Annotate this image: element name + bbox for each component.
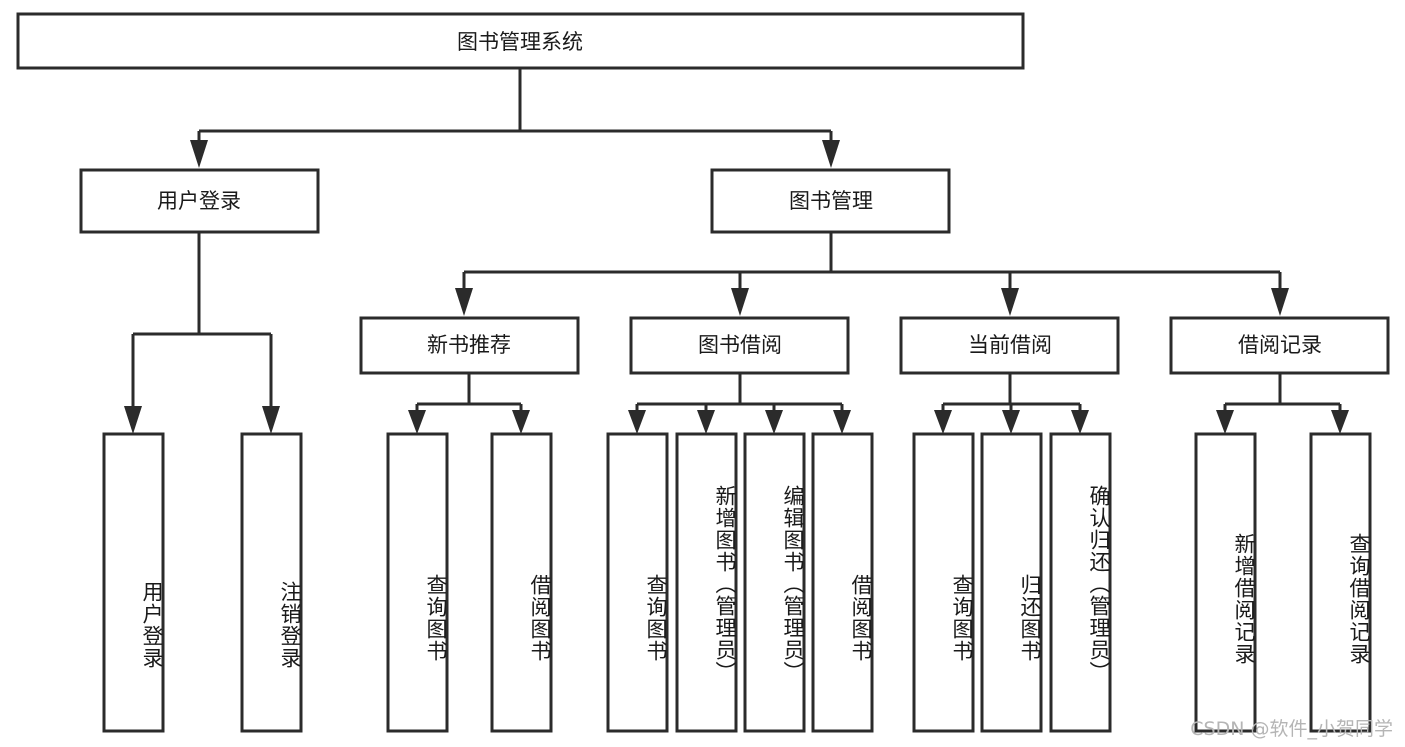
leaf-box-user-login[interactable]: [102, 432, 165, 733]
leaf-box-current-query[interactable]: [912, 432, 975, 733]
leaf-box-borrow-add[interactable]: [675, 432, 738, 733]
leaf-box-current-confirm[interactable]: [1049, 432, 1112, 733]
watermark-text: CSDN @软件_小贺同学: [1190, 718, 1393, 740]
leaf-box-borrow-lend[interactable]: [811, 432, 874, 733]
arrow-head-leaf-record-add: [1216, 410, 1234, 434]
leaf-box-newbook-query[interactable]: [386, 432, 449, 733]
arrow-head-leaf-borrow-lend: [833, 410, 851, 434]
connectors-login-to-leaves: [124, 233, 280, 434]
node-bookmgmt-label: 图书管理: [789, 189, 873, 213]
arrow-head-to-newbook: [455, 288, 473, 316]
connectors-bookmgmt-to-level3: [455, 233, 1289, 316]
node-borrow-label: 图书借阅: [698, 333, 782, 357]
node-record-label: 借阅记录: [1238, 333, 1322, 357]
node-newbook-label: 新书推荐: [427, 333, 511, 357]
leaf-box-record-add[interactable]: [1194, 432, 1257, 733]
node-login-label: 用户登录: [157, 189, 241, 213]
node-root-label: 图书管理系统: [457, 30, 583, 54]
connectors-record-to-leaves: [1216, 374, 1349, 434]
node-record[interactable]: 借阅记录: [1169, 316, 1390, 375]
arrow-head-leaf-current-return: [1002, 410, 1020, 434]
arrow-head-leaf-borrow-query: [628, 410, 646, 434]
leaf-boxes: [102, 432, 1372, 733]
arrow-head-leaf-user-logout: [262, 406, 280, 434]
node-newbook-box[interactable]: [359, 316, 580, 375]
arrow-head-leaf-borrow-add: [697, 410, 715, 434]
arrow-head-leaf-current-query: [934, 410, 952, 434]
leaf-box-borrow-edit[interactable]: [743, 432, 806, 733]
connectors-borrow-to-leaves: [628, 374, 851, 434]
arrow-head-to-borrow: [731, 288, 749, 316]
node-newbook[interactable]: 新书推荐: [359, 316, 580, 375]
node-login-box[interactable]: [79, 168, 320, 234]
arrow-head-to-record: [1271, 288, 1289, 316]
arrow-head-leaf-borrow-edit: [765, 410, 783, 434]
leaf-box-user-logout[interactable]: [240, 432, 303, 733]
node-bookmgmt-box[interactable]: [710, 168, 951, 234]
node-record-box[interactable]: [1169, 316, 1390, 375]
node-current[interactable]: 当前借阅: [899, 316, 1120, 375]
connectors-current-to-leaves: [934, 374, 1089, 434]
leaf-box-newbook-borrow[interactable]: [490, 432, 553, 733]
connectors-root-to-level2: [190, 69, 840, 168]
arrow-head-to-bookmgmt: [822, 140, 840, 168]
node-root[interactable]: 图书管理系统: [16, 12, 1025, 70]
arrow-head-to-current: [1001, 288, 1019, 316]
connectors-newbook-to-leaves: [408, 374, 530, 434]
leaf-box-current-return[interactable]: [980, 432, 1043, 733]
node-bookmgmt[interactable]: 图书管理: [710, 168, 951, 234]
arrow-head-leaf-user-login: [124, 406, 142, 434]
node-login[interactable]: 用户登录: [79, 168, 320, 234]
leaf-box-borrow-query[interactable]: [606, 432, 669, 733]
arrow-head-leaf-newbook-query: [408, 410, 426, 434]
node-root-box[interactable]: [16, 12, 1025, 70]
arrow-head-leaf-newbook-borrow: [512, 410, 530, 434]
arrow-head-to-login: [190, 140, 208, 168]
node-borrow[interactable]: 图书借阅: [629, 316, 850, 375]
node-current-box[interactable]: [899, 316, 1120, 375]
node-borrow-box[interactable]: [629, 316, 850, 375]
node-current-label: 当前借阅: [968, 333, 1052, 357]
leaf-box-record-query[interactable]: [1309, 432, 1372, 733]
arrow-head-leaf-current-confirm: [1071, 410, 1089, 434]
arrow-head-leaf-record-query: [1331, 410, 1349, 434]
